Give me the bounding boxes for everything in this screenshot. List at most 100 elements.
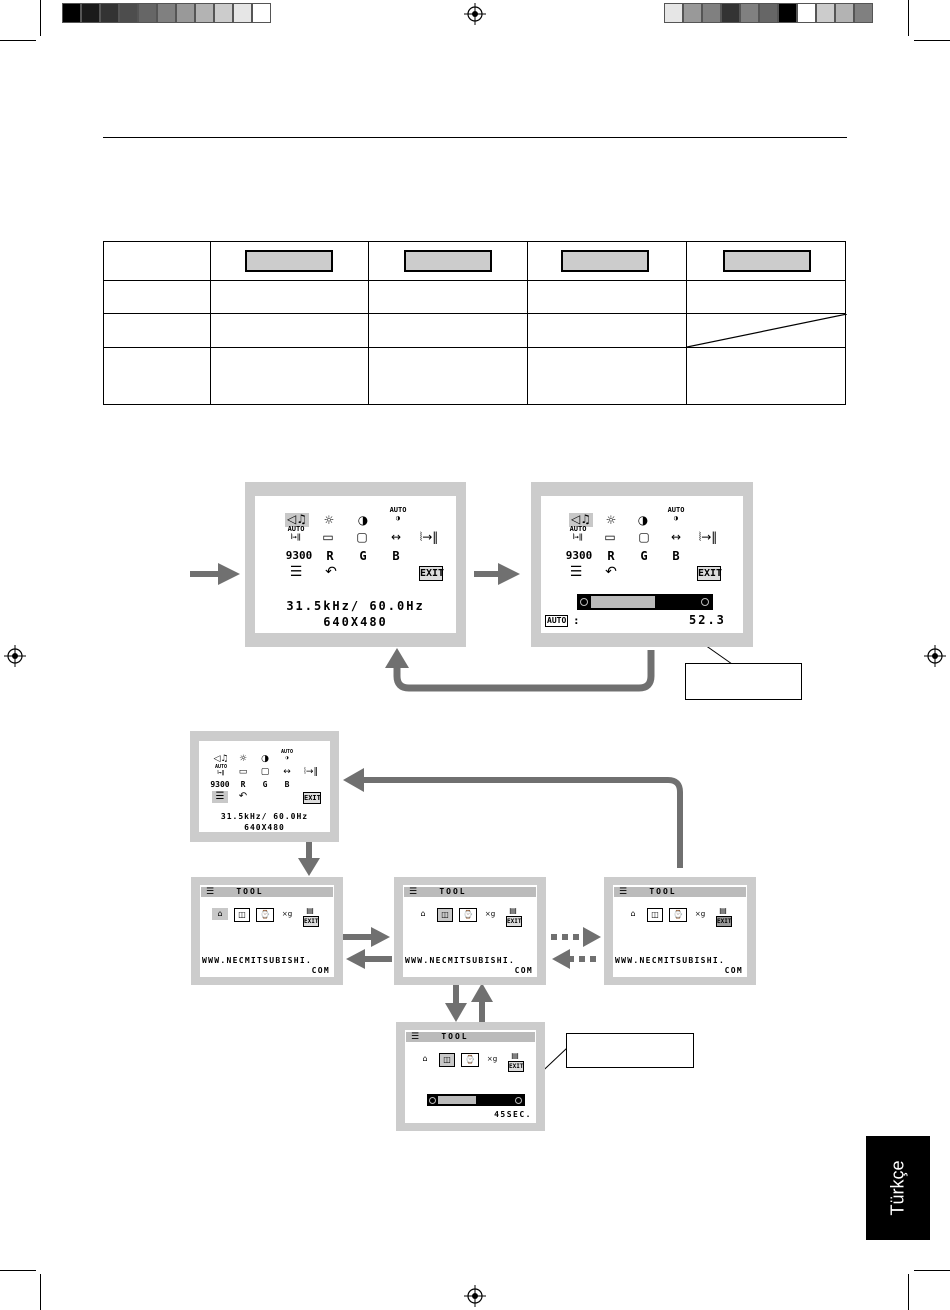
down-up-icon: ▢ bbox=[638, 530, 650, 544]
url-line2: COM bbox=[514, 966, 533, 975]
progress-fill bbox=[591, 596, 655, 608]
info-icon: ▤ bbox=[509, 906, 517, 915]
callout-box bbox=[566, 1033, 694, 1068]
tool-icon: ☰ bbox=[289, 564, 303, 580]
osd-tool-position: ☰ TOOL ⌂ ◫ ⌚ ×g ▤ EXIT 45SEC. bbox=[396, 1022, 545, 1131]
exit-icon: EXIT bbox=[506, 916, 522, 927]
osd-time-bar bbox=[427, 1094, 525, 1106]
left-right-icon: ▭ bbox=[322, 530, 334, 544]
tool-icon: ☰ bbox=[618, 887, 628, 897]
crop-mark bbox=[908, 0, 909, 36]
color-bar-left bbox=[62, 3, 271, 23]
language-tab-label: Türkçe bbox=[887, 1160, 908, 1216]
url-line2: COM bbox=[311, 966, 330, 975]
osd-main-menu-small: ◁♫ ☼ ◑ AUTO◑ AUTO⦚→‖ ▭ ▢ ↔ ⦚→‖ 9300 R G … bbox=[190, 731, 339, 842]
language-icon: ⌂ bbox=[422, 1054, 428, 1063]
auto-label: AUTO bbox=[545, 615, 569, 627]
language-icon: ⌂ bbox=[630, 909, 636, 918]
audio-icon: ◁♫ bbox=[285, 512, 309, 527]
frequency-readout: 31.5kHz/ 60.0Hz bbox=[286, 599, 425, 613]
left-right-icon: ▭ bbox=[604, 530, 616, 544]
url-line1: WWW.NECMITSUBISHI. bbox=[615, 956, 726, 965]
frequency-readout: 31.5kHz/ 60.0Hz bbox=[220, 812, 309, 821]
registration-mark-icon bbox=[4, 645, 26, 667]
crop-mark bbox=[914, 1270, 950, 1271]
url-line1: WWW.NECMITSUBISHI. bbox=[202, 956, 313, 965]
crop-mark bbox=[0, 1270, 36, 1271]
tool-icon: ☰ bbox=[212, 791, 228, 803]
osd-position-icon: ◫ bbox=[437, 908, 453, 922]
osd-time-icon: ⌚ bbox=[461, 1053, 479, 1067]
controls-table bbox=[103, 241, 847, 405]
tool-title: TOOL bbox=[441, 1032, 469, 1041]
info-icon: ▤ bbox=[306, 906, 314, 915]
auto-contrast-icon: AUTO◑ bbox=[280, 749, 294, 761]
exit-icon: EXIT bbox=[419, 566, 445, 581]
exit-icon: EXIT bbox=[697, 566, 723, 581]
info-icon: ▤ bbox=[511, 1051, 519, 1060]
sec-value: 45SEC. bbox=[494, 1110, 532, 1119]
url-line2: COM bbox=[724, 966, 743, 975]
flow-arrows-bottom bbox=[298, 768, 683, 1101]
resolution-readout: 640X480 bbox=[244, 823, 285, 832]
crop-mark bbox=[908, 1274, 909, 1310]
osd-main-menu: ◁♫ ☼ ◑ AUTO◑ AUTO⦚→‖ ▭ ▢ ↔ ⦚→‖ 9300 R G … bbox=[245, 482, 466, 647]
crop-mark bbox=[40, 1274, 41, 1310]
registration-mark-icon bbox=[924, 645, 946, 667]
language-icon: ⌂ bbox=[212, 908, 228, 920]
osd-tool-menu-3: ☰ TOOL ⌂ ◫ ⌚ ×g ▤ EXIT WWW.NECMITSUBISHI… bbox=[604, 877, 756, 985]
language-icon: ⌂ bbox=[420, 909, 426, 918]
contrast-icon: ◑ bbox=[357, 513, 369, 527]
osd-auto-adjust: ◁♫ ☼ ◑ AUTO◑ AUTO⦚→‖ ▭ ▢ ↔ ⦚→‖ 9300 R G … bbox=[531, 482, 753, 647]
red-icon: R bbox=[607, 549, 615, 563]
callout-box bbox=[685, 663, 802, 700]
down-up-icon: ▢ bbox=[260, 767, 270, 777]
auto-adjust-icon: AUTO⦚→‖ bbox=[287, 525, 305, 541]
crop-mark bbox=[40, 0, 41, 36]
down-up-icon: ▢ bbox=[356, 530, 368, 544]
fine-icon: ⦚→‖ bbox=[698, 530, 718, 544]
diagonal-slash bbox=[687, 314, 847, 347]
brightness-icon: ☼ bbox=[238, 754, 248, 764]
contrast-icon: ◑ bbox=[637, 513, 649, 527]
resolution-readout: 640X480 bbox=[323, 615, 388, 629]
osd-time-icon: ⌚ bbox=[256, 908, 274, 922]
tool-icon: ☰ bbox=[569, 564, 583, 580]
info-icon: ▤ bbox=[719, 906, 727, 915]
brightness-icon: ☼ bbox=[323, 513, 335, 527]
osd-position-icon: ◫ bbox=[234, 908, 250, 922]
green-icon: G bbox=[262, 780, 268, 789]
auto-colon: : bbox=[573, 614, 580, 627]
auto-contrast-icon: AUTO◑ bbox=[389, 506, 407, 522]
header-rule bbox=[103, 137, 847, 138]
color-9300-icon: 9300 bbox=[210, 780, 230, 789]
red-icon: R bbox=[326, 549, 334, 563]
reset-icon: ↶ bbox=[325, 564, 337, 580]
osd-time-icon: ⌚ bbox=[669, 908, 687, 922]
button-symbol bbox=[245, 250, 333, 272]
tool-title: TOOL bbox=[649, 887, 677, 896]
fine-icon: ⦚→‖ bbox=[419, 530, 439, 544]
registration-mark-icon bbox=[464, 1285, 486, 1307]
osd-position-icon: ◫ bbox=[647, 908, 663, 922]
contrast-icon: ◑ bbox=[261, 754, 269, 764]
sync-icon: ×g bbox=[694, 910, 706, 918]
registration-mark-icon bbox=[464, 3, 486, 25]
progress-fill bbox=[438, 1096, 476, 1104]
crop-mark bbox=[914, 40, 950, 41]
tool-icon: ☰ bbox=[410, 1032, 420, 1042]
button-symbol bbox=[561, 250, 649, 272]
osd-time-icon: ⌚ bbox=[459, 908, 477, 922]
color-bar-right bbox=[664, 3, 873, 23]
green-icon: G bbox=[640, 549, 648, 563]
crop-mark bbox=[0, 40, 36, 41]
audio-icon: ◁♫ bbox=[213, 754, 229, 764]
button-symbol bbox=[723, 250, 811, 272]
reset-icon: ↶ bbox=[238, 791, 248, 802]
tool-title: TOOL bbox=[439, 887, 467, 896]
blue-icon: B bbox=[284, 780, 290, 789]
osd-tool-menu-2: ☰ TOOL ⌂ ◫ ⌚ ×g ▤ EXIT WWW.NECMITSUBISHI… bbox=[394, 877, 546, 985]
tool-icon: ☰ bbox=[408, 887, 418, 897]
exit-icon: EXIT bbox=[508, 1061, 524, 1072]
color-9300-icon: 9300 bbox=[565, 549, 593, 562]
